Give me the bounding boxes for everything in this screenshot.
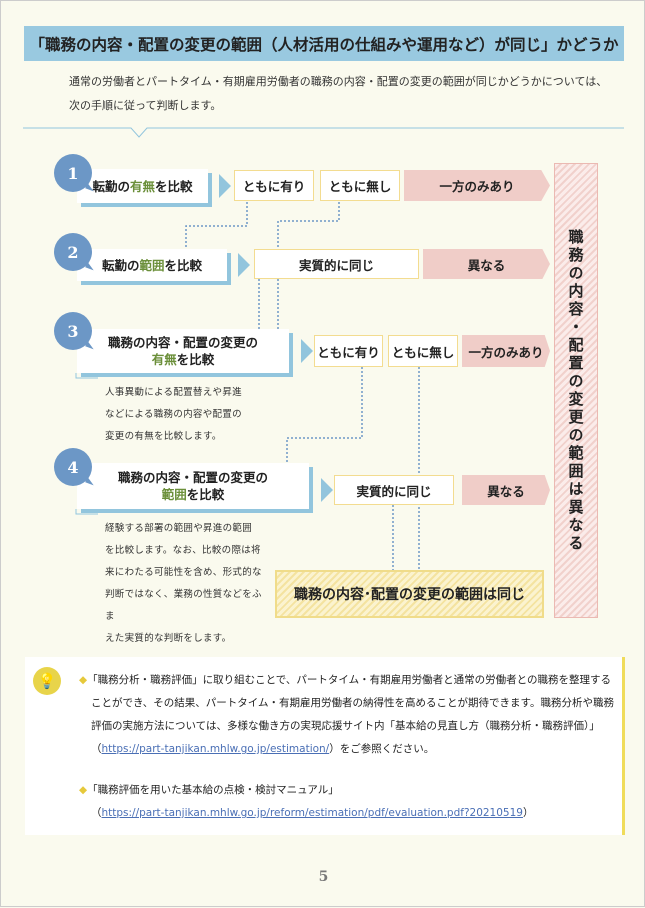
bullet-2: ◆「職務評価を用いた基本給の点検・検討マニュアル」 （https://part-… [79,784,534,819]
diamond-icon: ◆ [79,674,88,686]
result-same: 職務の内容･配置の変更の範囲は同じ [275,570,544,618]
page-title: 「職務の内容・配置の変更の範囲（人材活用の仕組みや運用など）が同じ」かどうか [24,26,624,61]
intro-line-1: 通常の労働者とパートタイム・有期雇用労働者の職務の内容・配置の変更の範囲が同じか… [69,75,608,88]
step-2-same: 実質的に同じ [254,249,419,279]
step-3-label: 職務の内容・配置の変更の有無を比較 [77,329,289,373]
step-2-different: 異なる [423,249,550,279]
arrow-right-icon [301,339,313,363]
step-2-badge: 2 [54,233,92,271]
step-3-both-no: ともに無し [388,335,458,367]
step-1-label: 転勤の有無を比較 [77,169,208,203]
intro-line-2: 次の手順に従って判断します。 [69,99,222,112]
step-2-label: 転勤の範囲を比較 [77,249,227,281]
arrow-right-icon [321,478,333,502]
step-3-one-side: 一方のみあり [462,335,550,367]
step-4-same: 実質的に同じ [334,475,454,505]
bullet-1: ◆「職務分析・職務評価」に取り組むことで、パートタイム・有期雇用労働者と通常の労… [79,674,615,755]
step-3-both-yes: ともに有り [314,335,383,367]
step-3-note: 人事異動による配置替えや昇進などによる職務の内容や配置の変更の有無を比較します。 [105,387,242,442]
diamond-icon: ◆ [79,784,88,796]
step-4-note: 経験する部署の範囲や昇進の範囲を比較します。なお、比較の際は将来にわたる可能性を… [105,523,262,644]
step-4-different: 異なる [462,475,550,505]
lightbulb-icon: 💡 [33,667,61,695]
info-box [25,657,625,835]
step-1-both-no: ともに無し [320,170,400,201]
step-1-badge: 1 [54,154,92,192]
arrow-right-icon [238,253,250,277]
step-4-label: 職務の内容・配置の変更の範囲を比較 [77,463,309,509]
arrow-right-icon [219,174,231,198]
estimation-link[interactable]: https://part-tanjikan.mhlw.go.jp/estimat… [101,743,330,755]
manual-link[interactable]: https://part-tanjikan.mhlw.go.jp/reform/… [101,807,523,819]
step-4-badge: 4 [54,448,92,486]
page-number: 5 [318,869,329,885]
result-different: 職務の内容・配置の変更の範囲は異なる [554,163,598,618]
step-3-badge: 3 [54,312,92,350]
step-1-one-side: 一方のみあり [404,170,550,201]
step-1-both-yes: ともに有り [234,170,314,201]
